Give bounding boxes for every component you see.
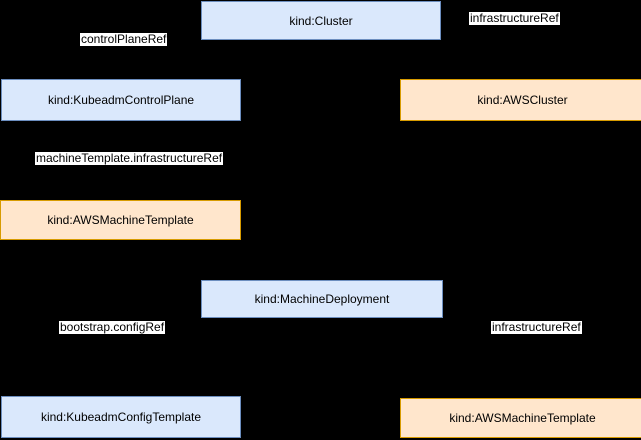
node-aws-cluster: kind:AWSCluster [400,79,641,121]
node-aws-machine-template-workers: kind:AWSMachineTemplate [400,398,641,438]
node-label: kind:MachineDeployment [254,292,390,306]
edge-label-control-plane-ref: controlPlaneRef [80,32,168,46]
node-label: kind:AWSCluster [477,93,568,107]
node-label: kind:KubeadmControlPlane [47,93,195,107]
edge-label-infrastructure-ref-cluster: infrastructureRef [469,11,560,25]
node-label: kind:KubeadmConfigTemplate [40,410,202,424]
node-aws-machine-template-control-plane: kind:AWSMachineTemplate [0,200,241,240]
node-label: kind:AWSMachineTemplate [47,213,194,227]
edge-label-machine-template-infrastructure-ref: machineTemplate.infrastructureRef [35,151,224,165]
node-kubeadm-config-template: kind:KubeadmConfigTemplate [1,396,241,438]
node-cluster: kind:Cluster [201,1,441,40]
node-machine-deployment: kind:MachineDeployment [201,280,443,318]
node-label: kind:Cluster [289,13,353,28]
node-label: kind:AWSMachineTemplate [449,411,596,425]
edge-label-bootstrap-config-ref: bootstrap.configRef [59,320,166,334]
node-kubeadm-control-plane: kind:KubeadmControlPlane [1,79,241,121]
edge-label-infrastructure-ref-machine-deployment: infrastructureRef [491,320,582,334]
